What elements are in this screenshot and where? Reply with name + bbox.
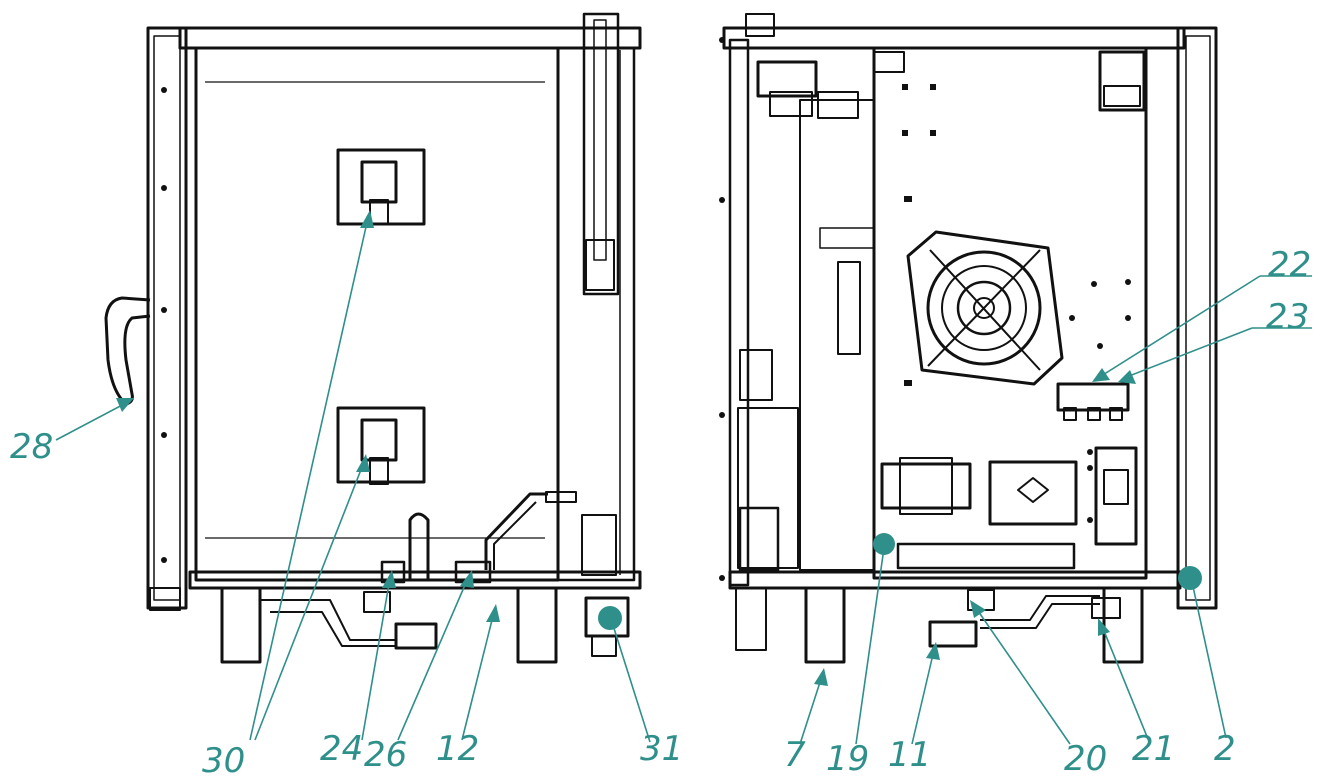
callout-20: 20: [1064, 739, 1107, 778]
callout-21: 21: [1132, 729, 1175, 769]
callout-23: 23: [1266, 297, 1309, 337]
callout-2: 2: [1214, 729, 1236, 769]
right-view: [719, 13, 1218, 664]
callout-leaders: [55, 210, 1312, 745]
callout-22: 22: [1268, 245, 1311, 285]
callout-24: 24: [320, 729, 363, 769]
left-view: [104, 12, 642, 664]
callout-7: 7: [784, 735, 806, 775]
callout-12: 12: [436, 729, 479, 769]
callout-19: 19: [826, 739, 869, 778]
callout-11: 11: [888, 735, 931, 775]
callout-28: 28: [10, 427, 53, 467]
callout-26: 26: [364, 735, 407, 775]
fan: [906, 230, 1064, 386]
callout-31: 31: [640, 729, 683, 769]
callout-30: 30: [202, 741, 245, 778]
